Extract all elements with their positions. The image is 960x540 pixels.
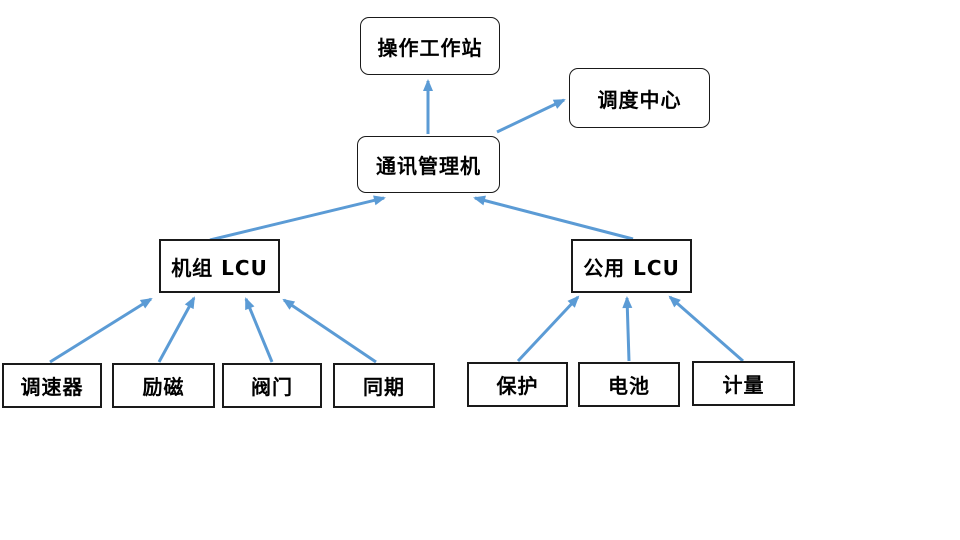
edge-governor-to-unitlcu xyxy=(49,297,153,364)
edge-battery-to-comlcu xyxy=(622,296,633,362)
edge-comlcu-to-comm xyxy=(473,195,634,241)
node-metering-label: 计量 xyxy=(722,373,765,397)
node-excitation-label: 励磁 xyxy=(142,375,185,399)
node-synchronization: 同期 xyxy=(333,363,435,408)
edge-protection-to-comlcu xyxy=(516,295,580,363)
node-unit-lcu-label: 机组 LCU xyxy=(171,255,268,280)
edge-excitation-to-unitlcu xyxy=(157,296,196,363)
node-operator-workstation-label: 操作工作站 xyxy=(377,35,483,60)
node-common-lcu: 公用 LCU xyxy=(571,239,692,293)
edge-sync-to-unitlcu xyxy=(282,298,377,364)
node-battery: 电池 xyxy=(578,362,680,407)
node-battery-label: 电池 xyxy=(608,374,650,398)
node-excitation: 励磁 xyxy=(112,363,215,408)
node-comm-manager-label: 通讯管理机 xyxy=(376,154,481,178)
node-synchronization-label: 同期 xyxy=(363,375,405,399)
node-unit-lcu: 机组 LCU xyxy=(159,239,280,293)
node-comm-manager: 通讯管理机 xyxy=(357,136,500,193)
edge-valve-to-unitlcu xyxy=(244,297,274,363)
node-valve-label: 阀门 xyxy=(251,375,293,399)
node-operator-workstation: 操作工作站 xyxy=(360,17,500,75)
edge-comm-to-dispatch xyxy=(496,98,566,134)
edge-unitlcu-to-comm xyxy=(209,195,386,242)
edge-metering-to-comlcu xyxy=(668,295,744,363)
node-protection-label: 保护 xyxy=(496,374,539,398)
node-dispatch-center-label: 调度中心 xyxy=(597,87,682,112)
node-governor: 调速器 xyxy=(2,363,102,408)
node-dispatch-center: 调度中心 xyxy=(569,68,710,128)
node-metering: 计量 xyxy=(692,361,795,406)
node-protection: 保护 xyxy=(467,362,568,407)
node-common-lcu-label: 公用 LCU xyxy=(583,255,680,280)
node-governor-label: 调速器 xyxy=(20,375,84,399)
node-valve: 阀门 xyxy=(222,363,322,408)
